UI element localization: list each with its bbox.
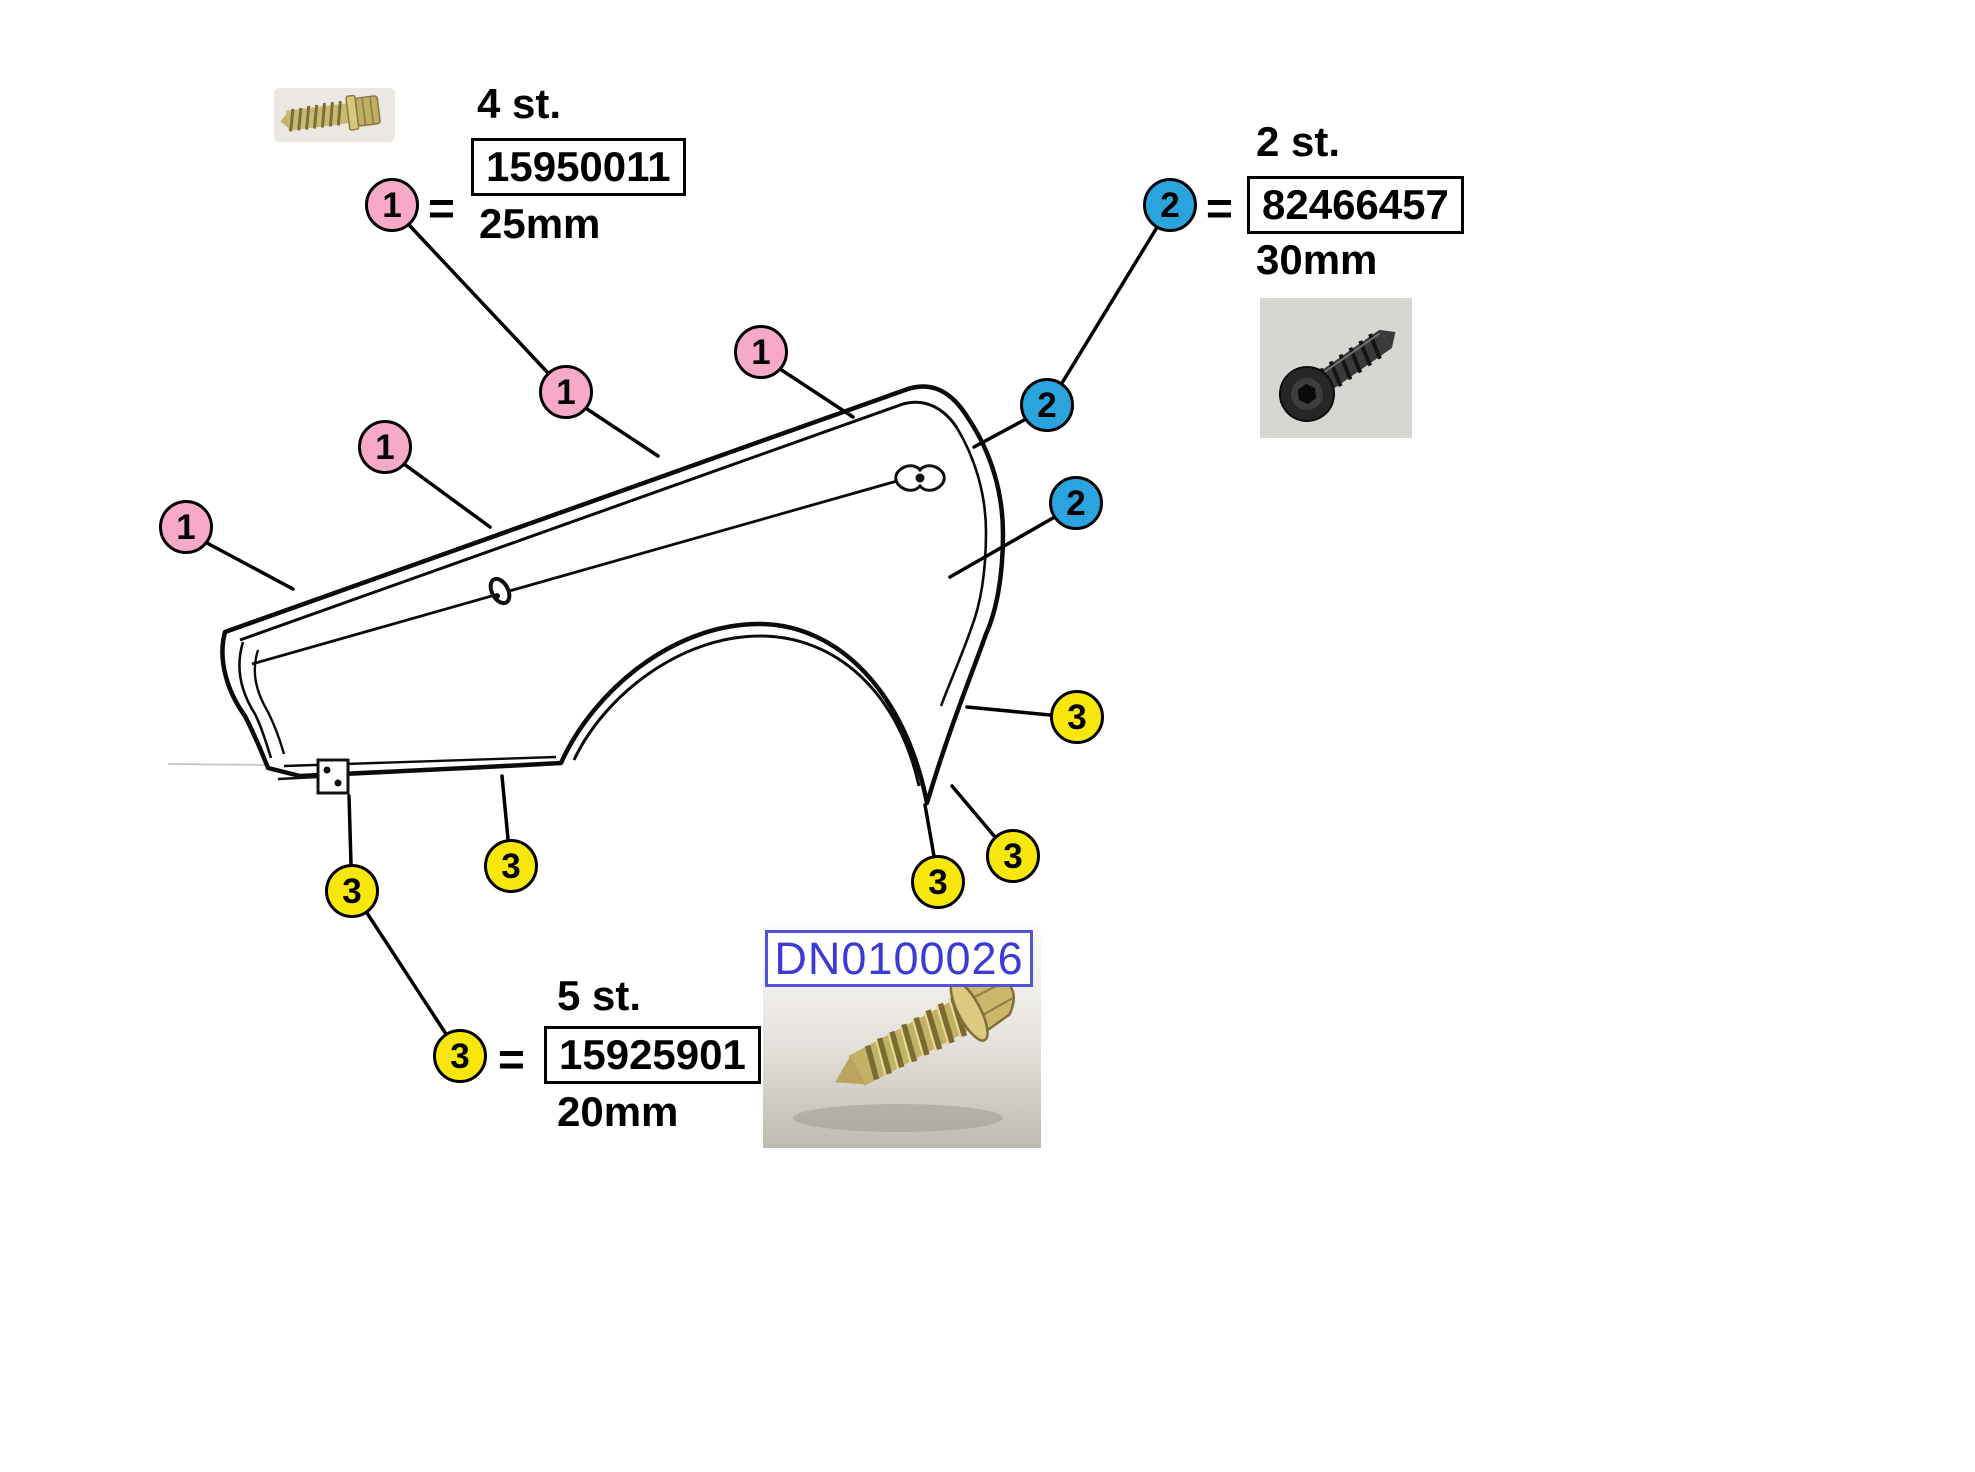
length-label-2: 30mm (1256, 236, 1378, 283)
length-label-1: 25mm (479, 200, 601, 247)
count-label-3: 5 st. (557, 972, 642, 1019)
black-torx-flange-screw-icon (1260, 298, 1412, 438)
legend-badge-1: 1 (365, 178, 419, 232)
equals-sign-1: = (428, 182, 455, 234)
callout-badge-3: 3 (1050, 690, 1104, 744)
photo-label-link[interactable]: DN0100026 (765, 930, 1033, 987)
legend-badge-3: 3 (433, 1029, 487, 1083)
equals-sign-3: = (498, 1033, 525, 1085)
callout-badge-1: 1 (539, 365, 593, 419)
callout-badge-1: 1 (734, 325, 788, 379)
part-number-box-3: 15925901 (544, 1026, 761, 1085)
count-label-1: 4 st. (477, 80, 562, 127)
callout-badge-1: 1 (358, 420, 412, 474)
equals-sign-2: = (1206, 182, 1233, 234)
callout-badge-3: 3 (484, 839, 538, 893)
callout-badge-3: 3 (325, 864, 379, 918)
callout-badge-3: 3 (911, 855, 965, 909)
part-number-box-1: 15950011 (471, 138, 686, 197)
count-label-2: 2 st. (1256, 118, 1341, 165)
gold-hex-tapping-screw-icon (274, 88, 395, 142)
legend-badge-2: 2 (1143, 178, 1197, 232)
front-bracket (277, 758, 350, 795)
fender-outline (220, 384, 1006, 806)
leader-lines (205, 224, 1158, 1036)
callout-badge-1: 1 (159, 500, 213, 554)
length-label-3: 20mm (557, 1088, 679, 1135)
callout-badge-3: 3 (986, 829, 1040, 883)
callout-badge-2: 2 (1020, 378, 1074, 432)
part-number-box-2: 82466457 (1247, 176, 1464, 235)
callout-badge-2: 2 (1049, 476, 1103, 530)
